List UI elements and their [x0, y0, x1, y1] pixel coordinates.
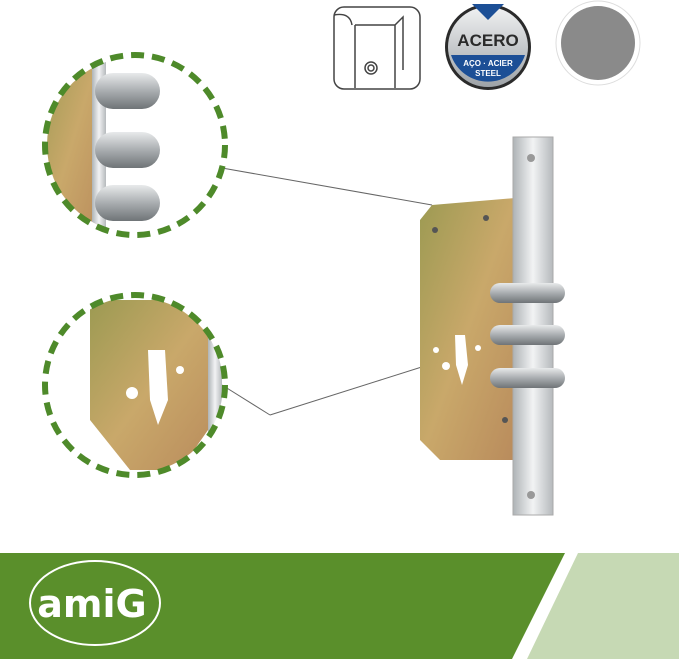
- zoom-ring-bolts: [42, 52, 228, 238]
- bolt: [490, 325, 565, 345]
- steel-material-badge: [445, 4, 531, 90]
- zoom-ring-cylinder: [42, 292, 228, 478]
- amig-logo: [29, 560, 161, 646]
- mortise-lock: [420, 136, 565, 516]
- leader-line-cylinder-b: [269, 364, 429, 416]
- door-mount-icon: [333, 6, 421, 90]
- bolts-detail-zoom: [47, 57, 160, 233]
- finish-color-swatch: [555, 0, 641, 86]
- leader-line-cylinder-a: [221, 384, 271, 416]
- bolt: [490, 368, 565, 388]
- amig-logo-text: amiG: [37, 582, 146, 626]
- material-badge-line1: AÇO · ACIER: [463, 59, 513, 68]
- band-light-panel: [527, 553, 679, 659]
- material-badge-title: ACERO: [457, 31, 518, 50]
- leader-line-bolts: [221, 167, 433, 206]
- bolt: [490, 283, 565, 303]
- material-badge-line2: STEEL: [475, 69, 501, 78]
